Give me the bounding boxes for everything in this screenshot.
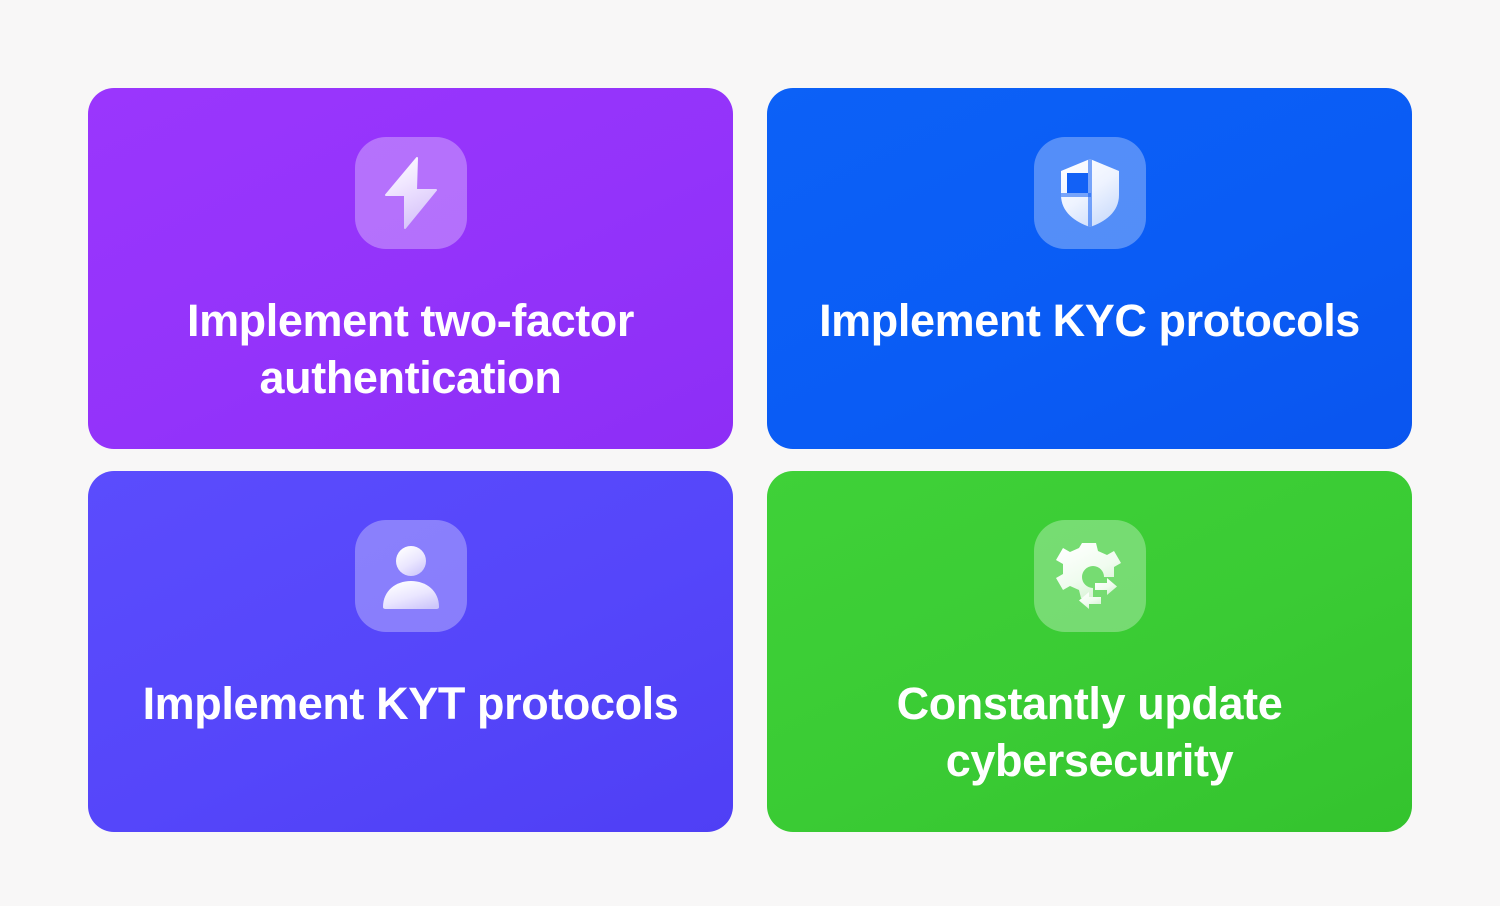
card-kyt-protocols[interactable]: Implement KYT protocols — [88, 471, 733, 832]
icon-tile — [354, 137, 467, 249]
gear-refresh-icon — [1055, 541, 1125, 611]
card-title: Implement KYT protocols — [142, 678, 679, 729]
card-title: Constantly update cybersecurity — [896, 678, 1283, 787]
card-two-factor-authentication[interactable]: Implement two-factor authentication — [88, 88, 733, 449]
card-title: Implement two-factor authentication — [186, 295, 635, 404]
card-title: Implement KYC protocols — [819, 295, 1360, 346]
card-kyc-protocols[interactable]: Implement KYC protocols — [767, 88, 1412, 449]
icon-tile — [354, 520, 467, 632]
icon-tile — [1033, 137, 1146, 249]
user-person-icon — [378, 543, 444, 609]
card-update-cybersecurity[interactable]: Constantly update cybersecurity — [767, 471, 1412, 832]
icon-tile — [1033, 520, 1146, 632]
lightning-bolt-icon — [380, 157, 442, 229]
shield-icon — [1057, 157, 1123, 229]
